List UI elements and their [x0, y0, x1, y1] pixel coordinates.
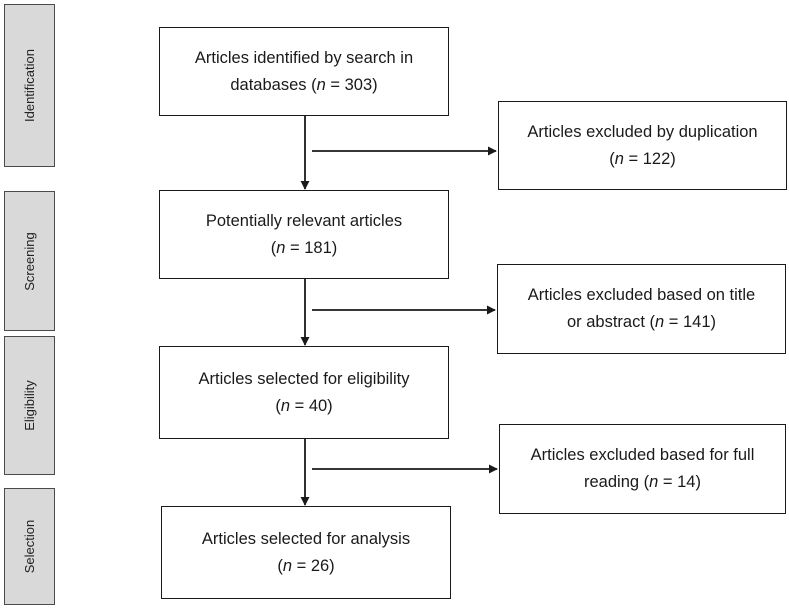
box-line2: (n = 40): [275, 396, 333, 415]
box-line1: Articles excluded based for full: [530, 446, 755, 464]
stage-tab-selection: Selection: [4, 488, 55, 605]
box-line1: Articles selected for eligibility: [198, 369, 410, 388]
box-line2: (n = 181): [270, 238, 338, 257]
box-excluded-duplication: Articles excluded by duplication (n = 12…: [498, 101, 787, 190]
box-selected-analysis: Articles selected for analysis (n = 26): [161, 506, 451, 599]
box-excluded-title-abstract: Articles excluded based on title or abst…: [497, 264, 786, 354]
stage-tab-eligibility: Eligibility: [4, 336, 55, 475]
box-line1: Potentially relevant articles: [205, 211, 403, 230]
box-line2: (n = 26): [277, 556, 335, 575]
box-articles-identified: Articles identified by search in databas…: [159, 27, 449, 116]
box-line1: Articles identified by search in: [194, 48, 414, 67]
box-line1: Articles excluded by duplication: [527, 122, 758, 141]
box-line2: (n = 122): [609, 149, 676, 168]
stage-tab-screening: Screening: [4, 191, 55, 331]
box-line1: Articles excluded based on title: [527, 286, 756, 304]
box-line2: or abstract (n = 141): [566, 313, 717, 331]
box-selected-eligibility: Articles selected for eligibility (n = 4…: [159, 346, 449, 439]
box-line2: databases (n = 303): [230, 75, 378, 94]
box-excluded-full-reading: Articles excluded based for full reading…: [499, 424, 786, 514]
stage-tab-identification: Identification: [4, 4, 55, 167]
box-potentially-relevant: Potentially relevant articles (n = 181): [159, 190, 449, 279]
box-line2: reading (n = 14): [584, 473, 701, 491]
box-line1: Articles selected for analysis: [201, 529, 411, 548]
